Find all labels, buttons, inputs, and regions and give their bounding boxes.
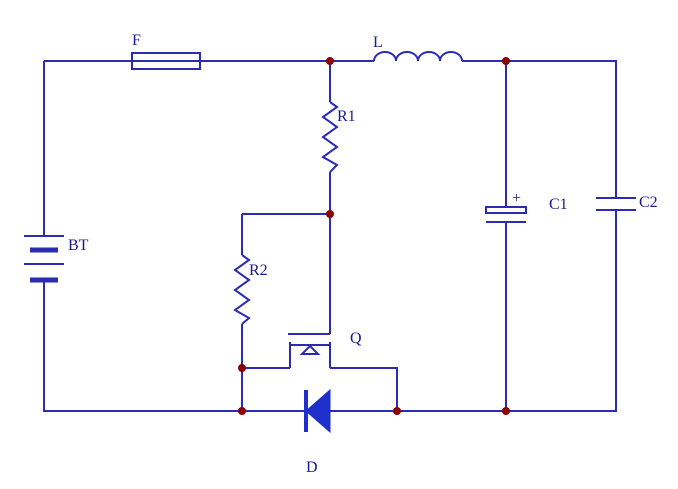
junction-dot-c1-top bbox=[502, 57, 510, 65]
r1-symbol bbox=[321, 101, 339, 173]
label-c1: C1 bbox=[549, 196, 568, 213]
label-mosfet: Q bbox=[350, 330, 362, 347]
wires bbox=[43, 60, 617, 412]
label-c1-polarity: + bbox=[512, 190, 521, 207]
label-inductor: L bbox=[373, 34, 383, 51]
c2-symbol bbox=[596, 197, 636, 211]
c1-symbol bbox=[485, 206, 527, 223]
inductor-symbol bbox=[373, 51, 463, 62]
label-r2: R2 bbox=[249, 262, 268, 279]
label-fuse: F bbox=[132, 32, 141, 49]
junction-dot-c1-bottom bbox=[502, 407, 510, 415]
junction-dot-diode-left bbox=[238, 407, 246, 415]
diode-symbol bbox=[304, 388, 331, 434]
label-r1: R1 bbox=[337, 108, 356, 125]
label-battery: BT bbox=[68, 237, 89, 254]
r2-symbol bbox=[233, 254, 251, 325]
wire-mosfet-right bbox=[330, 367, 398, 411]
junction-dot-diode-right bbox=[393, 407, 401, 415]
label-c2: C2 bbox=[639, 194, 658, 211]
mosfet-symbol bbox=[288, 333, 331, 368]
junction-dots bbox=[238, 57, 510, 415]
junction-dot-top-right-of-fuse bbox=[326, 57, 334, 65]
wire-bottom-diode-right bbox=[330, 210, 617, 412]
battery-symbol bbox=[24, 235, 64, 283]
junction-dot-r2-bottom bbox=[238, 364, 246, 372]
label-diode: D bbox=[306, 459, 318, 476]
junction-dot-r1-bottom bbox=[326, 210, 334, 218]
wire-inductor-to-c2 bbox=[462, 60, 617, 198]
wire-left-bottom bbox=[43, 280, 242, 412]
